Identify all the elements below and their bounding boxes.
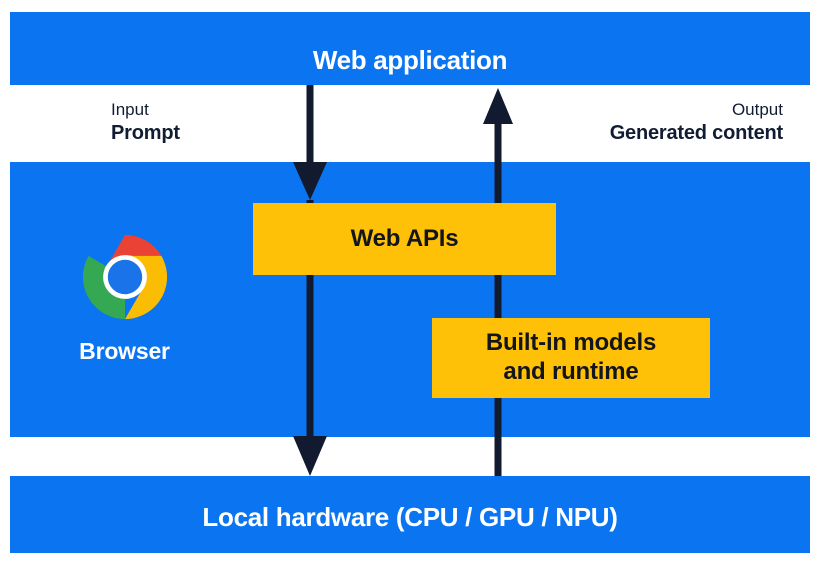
io-output-kind: Output	[731, 100, 783, 119]
band-web-application-label: Web application	[312, 45, 508, 75]
band-web-application: Web application	[10, 12, 810, 85]
box-web-apis: Web APIs	[253, 203, 556, 275]
io-output-value: Generated content	[609, 121, 784, 144]
io-input-kind: Input	[111, 100, 149, 119]
box-web-apis-label: Web APIs	[350, 224, 459, 252]
browser-group: Browser	[62, 230, 187, 375]
box-built-in-models-line2: and runtime	[503, 358, 639, 385]
io-label-output: Output Generated content	[609, 99, 784, 146]
browser-caption-label: Browser	[79, 338, 170, 364]
io-input-value: Prompt	[111, 121, 180, 144]
band-local-hardware-label: Local hardware (CPU / GPU / NPU)	[202, 502, 618, 532]
band-local-hardware: Local hardware (CPU / GPU / NPU)	[10, 476, 810, 553]
io-label-input: Input Prompt	[111, 99, 180, 146]
chrome-logo-icon	[82, 234, 168, 320]
box-built-in-models-line1: Built-in models	[485, 329, 657, 357]
box-built-in-models: Built-in models and runtime	[432, 318, 710, 398]
box-built-in-models-label: Built-in models and runtime	[485, 329, 657, 387]
